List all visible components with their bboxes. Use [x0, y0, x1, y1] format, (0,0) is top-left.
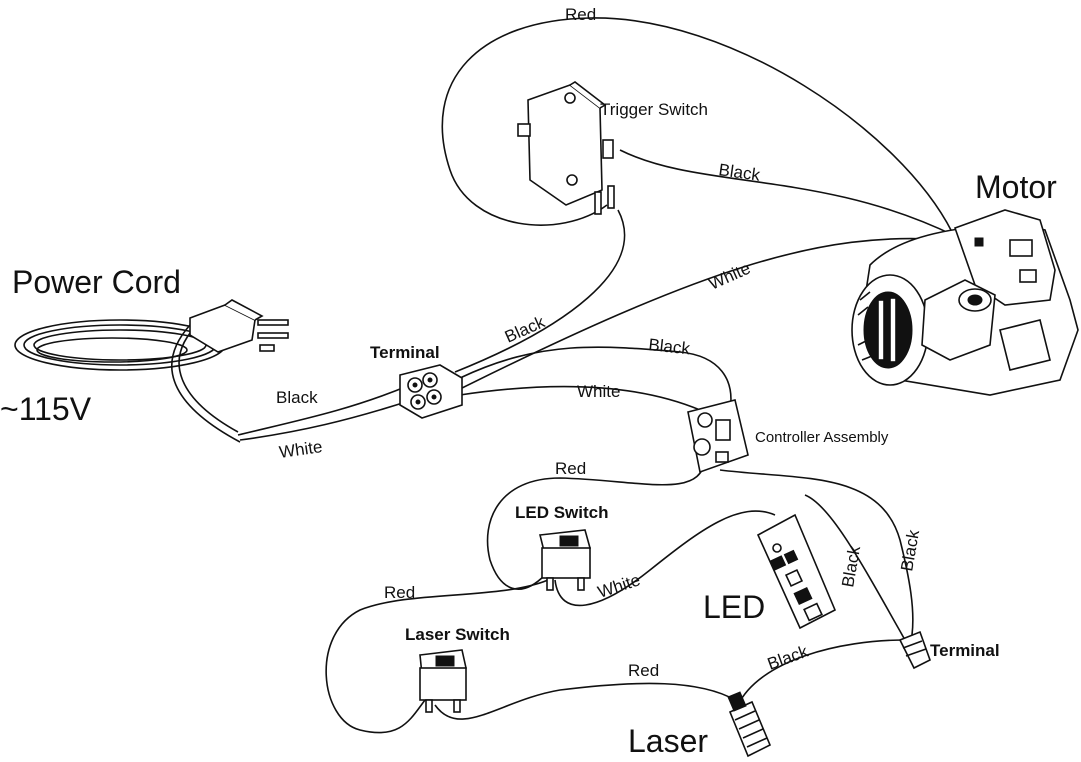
controller-assembly: [687, 399, 749, 474]
led-switch: [539, 529, 592, 591]
wire-white-cord: [239, 399, 413, 441]
wires: [171, 17, 956, 734]
wire-black-controller: [459, 346, 732, 411]
label-trigger-switch: Trigger Switch: [600, 100, 708, 119]
label-power-cord: Power Cord: [12, 264, 181, 300]
label-terminal-main: Terminal: [370, 343, 440, 362]
trigger-switch: [517, 81, 615, 215]
wire-label-black-controller: Black: [648, 335, 692, 358]
wire-black-led-1: [804, 494, 906, 641]
label-laser: Laser: [628, 723, 708, 759]
wire-label-white-controller: White: [577, 382, 620, 401]
laser-module: [727, 691, 772, 758]
label-voltage: ~115V: [0, 391, 92, 427]
wire-black-cord: [237, 384, 411, 436]
wire-label-white-cord: White: [278, 437, 324, 462]
label-led-switch: LED Switch: [515, 503, 609, 522]
wire-red-laser: [434, 682, 736, 720]
motor: [851, 209, 1079, 396]
wire-label-black-led-2: Black: [897, 528, 923, 573]
wire-white-controller: [459, 385, 701, 411]
wire-black-laser: [737, 639, 906, 706]
wire-label-red-laser: Red: [628, 661, 659, 680]
label-motor: Motor: [975, 169, 1057, 205]
small-terminal: [898, 630, 931, 670]
wire-label-red-controller: Red: [555, 459, 586, 478]
wire-white-motor: [457, 237, 949, 391]
wire-red-led-laser-switch: [325, 579, 549, 734]
wire-red-top: [441, 17, 953, 233]
wire-label-black-trigger-motor: Black: [717, 160, 761, 185]
wire-red-controller: [486, 459, 706, 590]
wire-label-red-top: Red: [565, 5, 596, 24]
labels: Power Cord ~115V Motor Trigger Switch Te…: [0, 100, 1057, 759]
wire-black-trigger-motor: [619, 149, 956, 237]
label-led: LED: [703, 589, 765, 625]
wire-label-black-trigger-terminal: Black: [502, 312, 548, 346]
wire-label-black-laser: Black: [765, 642, 811, 674]
terminal-block: [399, 364, 463, 419]
laser-switch: [419, 649, 467, 713]
label-controller-assembly: Controller Assembly: [755, 429, 889, 446]
wire-label-red-led-laser-switch: Red: [384, 583, 415, 602]
wire-black-led-2: [719, 469, 914, 636]
label-laser-switch: Laser Switch: [405, 625, 510, 644]
label-terminal-small: Terminal: [930, 641, 1000, 660]
wire-label-white-motor: White: [706, 259, 753, 294]
led-board: [756, 513, 837, 630]
wire-label-black-led-1: Black: [838, 544, 864, 589]
wire-label-black-cord: Black: [276, 388, 318, 407]
wire-black-trigger-terminal: [454, 209, 626, 373]
wire-white-led-switch: [554, 510, 776, 607]
power-cord: [14, 299, 289, 371]
wire-label-white-led-switch: White: [595, 570, 642, 602]
